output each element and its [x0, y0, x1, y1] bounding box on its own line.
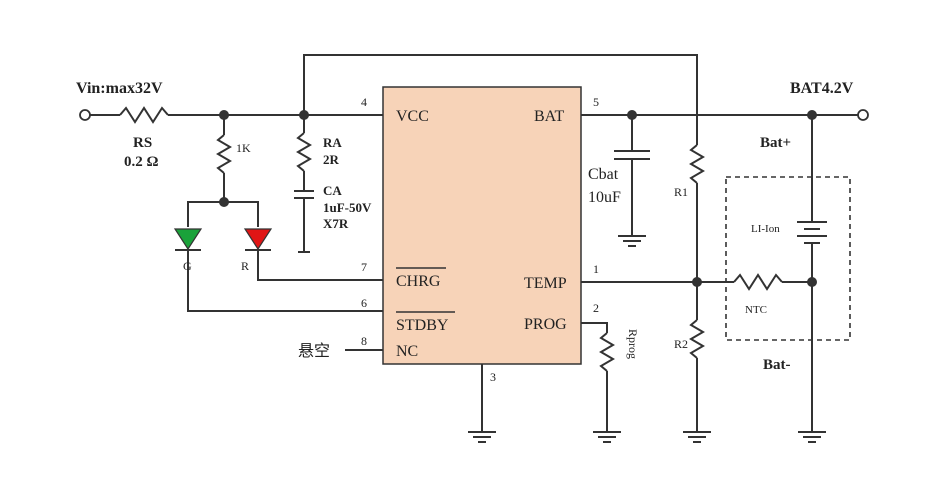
ra-resistor — [296, 132, 312, 172]
pin-prog-name: PROG — [524, 316, 567, 333]
battery-ground-symbol — [798, 431, 826, 443]
ca-spec: 1uF-50V — [323, 200, 372, 215]
led-red-label: R — [241, 259, 249, 273]
ic-ground-symbol — [468, 431, 496, 443]
junction-temp — [692, 277, 702, 287]
pin-prog-number: 2 — [593, 301, 599, 315]
ca-name: CA — [323, 183, 342, 198]
pin-stdby-number: 6 — [361, 296, 367, 310]
pin-chrg-name: CHRG — [396, 273, 441, 290]
wire-top-loop — [303, 54, 698, 145]
junction-ra — [299, 110, 309, 120]
r1-label: R1 — [674, 185, 688, 199]
bat-output-label: BAT4.2V — [790, 80, 854, 97]
wire-stdby — [187, 250, 383, 312]
battery-minus-label: Bat- — [763, 357, 791, 373]
junction-bat-plus — [807, 110, 817, 120]
cbat-name: Cbat — [588, 166, 619, 183]
junction-cbat — [627, 110, 637, 120]
r1-resistor — [689, 144, 705, 184]
nc-chinese-label: 悬空 — [298, 342, 330, 360]
r2-ground-symbol — [683, 431, 711, 443]
led-green-label: G — [183, 259, 192, 273]
rprog-resistor — [599, 332, 615, 372]
pin-bat-name: BAT — [534, 108, 564, 125]
rprog-ground-symbol — [593, 431, 621, 443]
wire-prog — [581, 322, 608, 333]
pin-vcc-name: VCC — [396, 108, 429, 125]
vin-label: Vin:max32V — [76, 80, 163, 97]
charger-ic-body — [382, 86, 582, 365]
pin-vcc-number: 4 — [361, 95, 367, 109]
rs-value: 0.2 Ω — [124, 154, 159, 170]
rs-name: RS — [133, 135, 152, 151]
pin-nc-number: 8 — [361, 334, 367, 348]
ra-value: 2R — [323, 152, 340, 167]
rprog-label: Rprog — [626, 329, 640, 359]
pin-ground-number: 3 — [490, 370, 496, 384]
pin-stdby-name: STDBY — [396, 317, 449, 334]
r2-resistor — [689, 319, 705, 359]
led-red-body — [243, 228, 273, 251]
junction-ntc-bat — [807, 277, 817, 287]
ntc-resistor — [733, 273, 783, 291]
r2-label: R2 — [674, 337, 688, 351]
pin-temp-name: TEMP — [524, 275, 567, 292]
ntc-label: NTC — [745, 304, 767, 316]
cbat-value: 10uF — [588, 189, 621, 206]
ra-name: RA — [323, 135, 342, 150]
pin-bat-number: 5 — [593, 95, 599, 109]
led-green-body — [173, 228, 203, 251]
junction-1k — [219, 110, 229, 120]
cbat-ground-symbol — [618, 235, 646, 247]
vin-terminal — [79, 109, 91, 121]
ca-dielectric: X7R — [323, 216, 349, 231]
battery-plus-label: Bat+ — [760, 135, 791, 151]
pin-chrg-number: 7 — [361, 260, 367, 274]
bat-terminal — [857, 109, 869, 121]
r1k-label: 1K — [236, 141, 251, 155]
pin-temp-number: 1 — [593, 262, 599, 276]
rs-resistor — [119, 106, 169, 124]
r1k-resistor — [216, 134, 232, 174]
wire-chrg — [257, 250, 383, 281]
battery-type-label: LI-Ion — [751, 223, 780, 235]
junction-led-split — [219, 197, 229, 207]
pin-nc-name: NC — [396, 343, 418, 360]
